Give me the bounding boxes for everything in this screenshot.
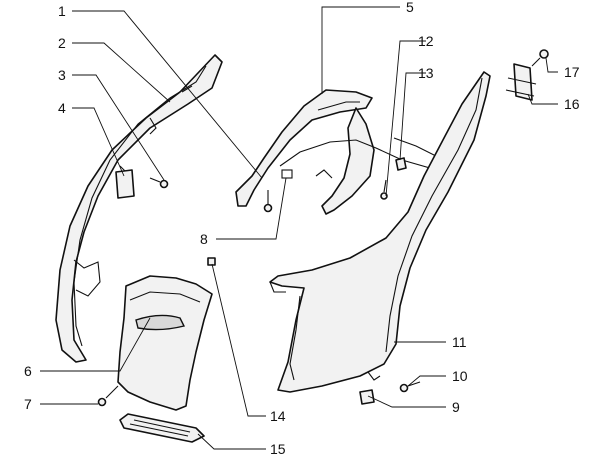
screw-7	[97, 385, 119, 407]
clip-14	[207, 257, 216, 266]
callout-2: 2	[58, 35, 66, 51]
callout-10: 10	[452, 368, 468, 384]
screw-12	[380, 179, 388, 200]
callout-5: 5	[406, 0, 414, 15]
callout-6: 6	[24, 363, 32, 379]
callout-11: 11	[452, 334, 467, 350]
callout-13: 13	[418, 65, 434, 81]
callout-12: 12	[418, 33, 434, 49]
callout-4: 4	[58, 100, 66, 116]
screw-3	[149, 177, 169, 189]
grille-part	[119, 413, 205, 443]
callout-16: 16	[564, 96, 580, 112]
callout-7: 7	[24, 396, 32, 412]
nut-13	[395, 157, 407, 171]
callout-3: 3	[58, 67, 66, 83]
callout-1: 1	[58, 3, 66, 19]
callout-17: 17	[564, 64, 580, 80]
right-body-shell	[269, 71, 491, 393]
clip-4	[115, 169, 135, 199]
callout-14: 14	[270, 408, 286, 424]
clip-9	[359, 389, 375, 405]
center-upper-frame	[235, 89, 441, 215]
callout-8: 8	[200, 231, 208, 247]
bracket-part	[505, 63, 537, 101]
screw-8	[263, 190, 273, 213]
leader-lines	[40, 6, 558, 450]
screw-10	[399, 381, 421, 393]
callout-9: 9	[452, 399, 460, 415]
screw-17	[531, 49, 549, 67]
callout-15: 15	[270, 441, 286, 455]
lower-front-panel	[117, 275, 213, 411]
